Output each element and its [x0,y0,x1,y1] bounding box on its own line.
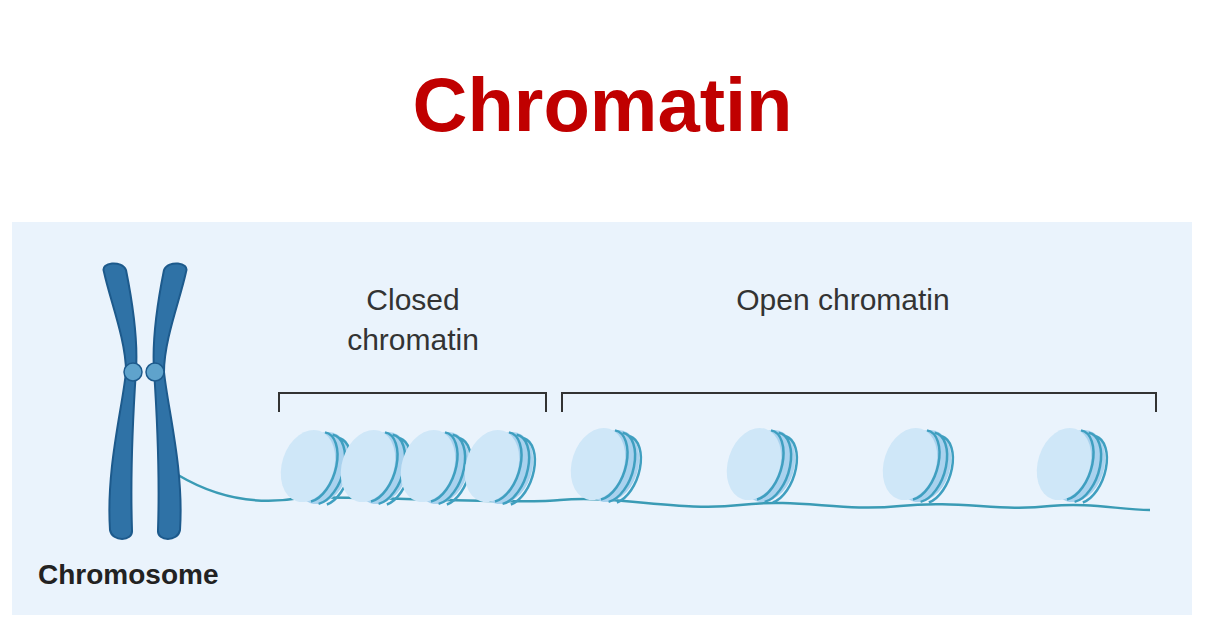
region-label: Closed chromatin [302,280,524,360]
nucleosomes [272,421,1115,511]
closed-bracket [279,393,546,412]
region-label: Open chromatin [732,280,954,320]
panel-ground [12,222,1192,615]
diagram-title: Chromatin [0,62,1205,148]
chromosome-label: Chromosome [38,558,218,592]
chromosome-figure [104,263,187,539]
open-bracket [562,393,1156,412]
